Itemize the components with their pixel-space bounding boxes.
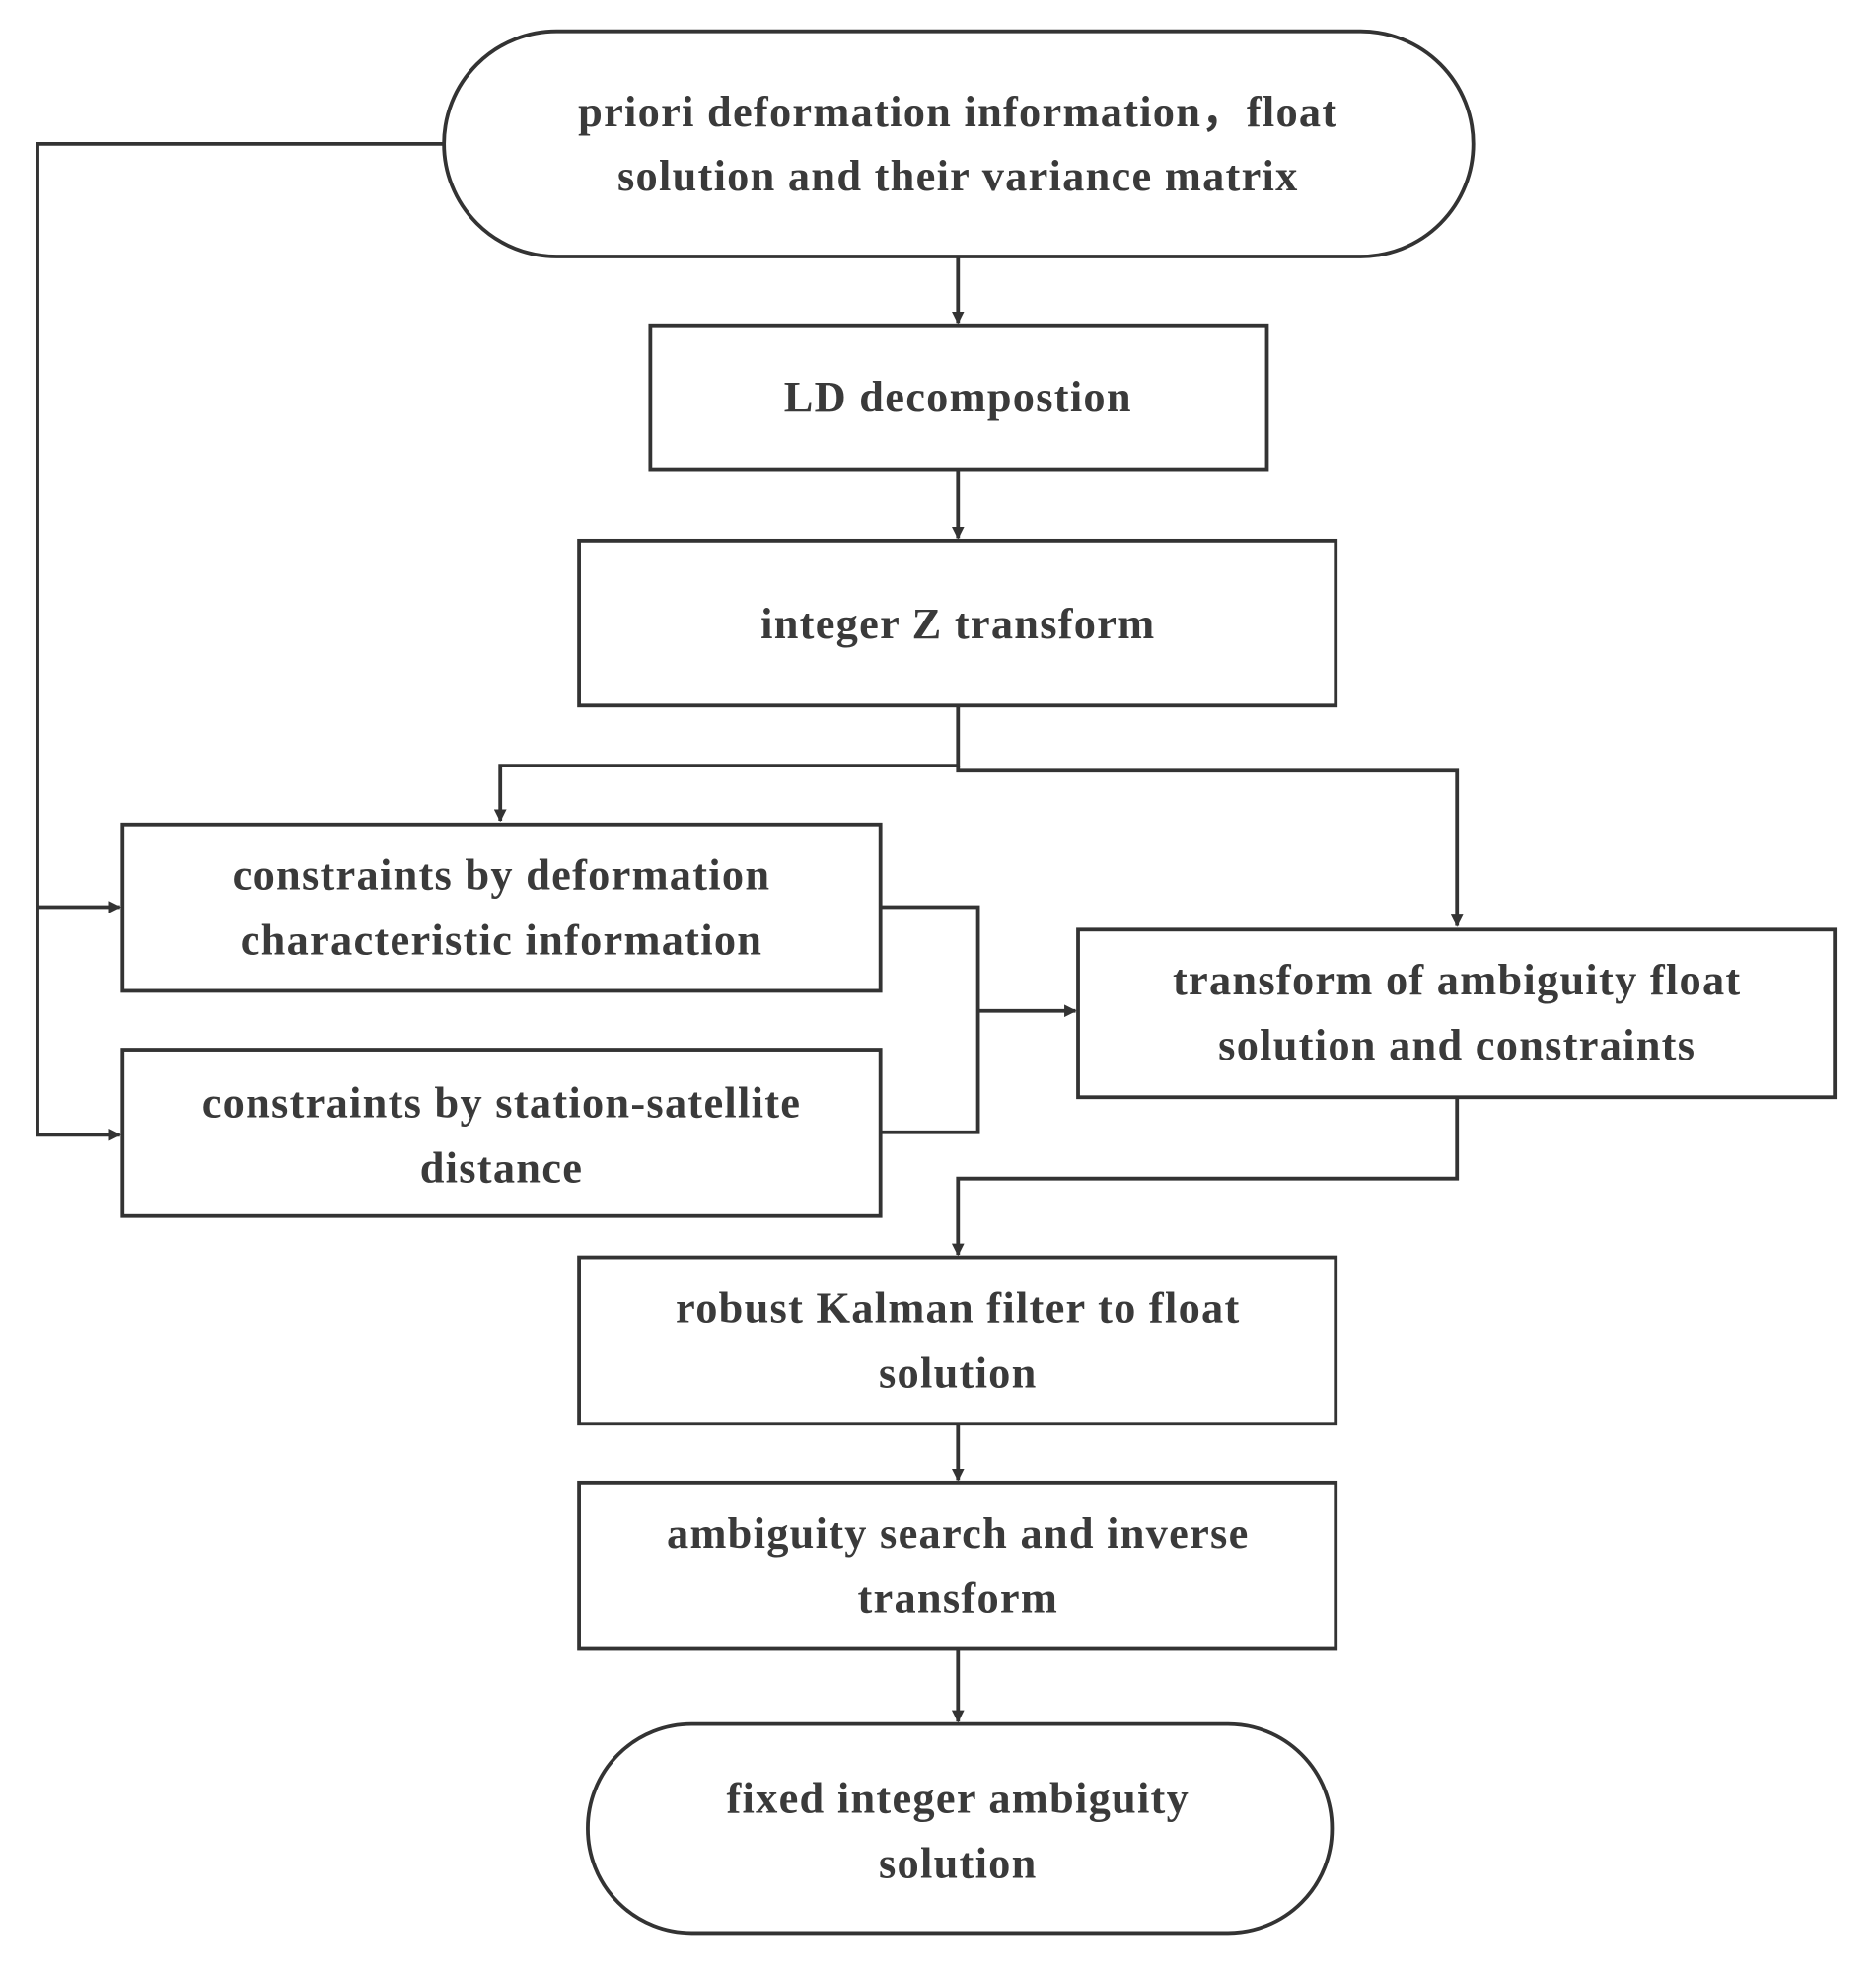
node-constraints-station-satellite: constraints by station-satellite distanc… — [120, 1048, 883, 1218]
node-ld-decomposition: LD decompostion — [648, 323, 1269, 472]
arrow-tamb-to-rkf — [951, 1097, 1460, 1257]
node-rkf-line1: robust Kalman filter to float — [676, 1283, 1240, 1333]
node-integer-z-transform: integer Z transform — [577, 538, 1338, 708]
node-tamb-line2: solution and constraints — [1218, 1020, 1696, 1069]
node-rkf-line2: solution — [879, 1348, 1038, 1397]
node-transform-ambiguity: transform of ambiguity float solution an… — [1076, 927, 1838, 1100]
node-asearch-line1: ambiguity search and inverse — [667, 1508, 1250, 1558]
node-robust-kalman: robust Kalman filter to float solution — [577, 1255, 1338, 1426]
connectors — [36, 141, 1464, 1723]
arrow-zt-to-tamb — [956, 766, 1464, 927]
node-ld-line1: LD decompostion — [784, 372, 1132, 421]
node-start: priori deformation information，float sol… — [442, 29, 1476, 258]
node-constraints-deformation: constraints by deformation characteristi… — [120, 822, 883, 993]
node-cdef-line1: constraints by deformation — [233, 850, 771, 900]
node-end-line2: solution — [879, 1839, 1038, 1888]
arrow-start-feedback-cdef — [36, 141, 445, 913]
node-asearch-line2: transform — [857, 1573, 1058, 1623]
arrow-zt-to-cdef — [493, 705, 961, 823]
node-cdef-line2: characteristic information — [241, 915, 763, 965]
node-end: fixed integer ambiguity solution — [586, 1721, 1335, 1936]
node-start-line2: solution and their variance matrix — [617, 151, 1299, 200]
node-csat-line1: constraints by station-satellite — [202, 1078, 802, 1128]
arrow-start-feedback-csat — [36, 907, 121, 1141]
node-csat-line2: distance — [420, 1142, 583, 1192]
merge-constraints-line — [880, 905, 980, 1134]
node-tamb-line1: transform of ambiguity float — [1173, 955, 1742, 1004]
node-start-line1: priori deformation information，float — [578, 87, 1337, 136]
node-zt-line1: integer Z transform — [760, 599, 1155, 648]
node-ambiguity-search: ambiguity search and inverse transform — [577, 1480, 1338, 1651]
node-end-line1: fixed integer ambiguity — [727, 1774, 1191, 1823]
